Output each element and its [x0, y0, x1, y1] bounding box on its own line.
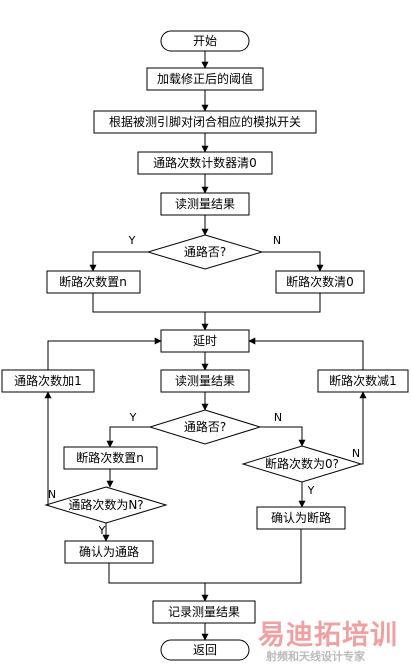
load-threshold-step: 加载修正后的阈值	[146, 67, 264, 91]
edge-merge-branches	[92, 293, 321, 313]
edge-pass-to-merge	[108, 563, 205, 584]
set-break-n-step: 断路次数置n	[46, 270, 141, 294]
label-no-2: N	[274, 411, 282, 424]
label-no-1: N	[273, 234, 281, 247]
dec-break-label: 断路次数减1	[329, 373, 397, 388]
edge-decision4-no	[44, 391, 52, 506]
clear-counter-step: 通路次数计数器清0	[137, 151, 273, 175]
edge-decision1-no	[262, 251, 324, 272]
edge-decision2-yes	[106, 426, 150, 448]
dec-break-step: 断路次数减1	[317, 369, 409, 393]
watermark-logo: 易迪拓培训 射频和天线设计专家	[258, 620, 398, 663]
read-result-label-2: 读测量结果	[175, 374, 235, 388]
set-break-n-label: 断路次数置n	[59, 274, 127, 289]
read-result-step-1: 读测量结果	[160, 192, 250, 216]
label-no-4: N	[48, 488, 56, 501]
confirm-break-label: 确认为断路	[271, 510, 331, 525]
decision-break-zero: 断路次数为0?	[241, 445, 363, 483]
decision-pass-1: 通路否?	[146, 234, 264, 270]
decision-pass-2: 通路否?	[148, 409, 262, 445]
confirm-break-step: 确认为断路	[256, 506, 346, 530]
label-yes-3: Y	[307, 484, 315, 497]
clear-counter-label: 通路次数计数器清0	[153, 155, 257, 170]
return-terminal: 返回	[160, 639, 250, 661]
set-break-n-label-2: 断路次数置n	[76, 450, 144, 465]
decision-pass-label-2: 通路否?	[184, 419, 226, 434]
start-label: 开始	[193, 34, 217, 48]
delay-step: 延时	[160, 329, 250, 353]
label-no-3: N	[352, 447, 360, 460]
close-switch-step: 根据被测引脚对闭合相应的模拟开关	[93, 110, 317, 134]
label-yes-4: Y	[98, 524, 106, 537]
delay-label: 延时	[193, 334, 217, 348]
close-switch-label: 根据被测引脚对闭合相应的模拟开关	[109, 114, 301, 129]
label-yes-1: Y	[128, 234, 136, 247]
edge-decision2-no	[260, 426, 306, 447]
clear-break-label: 断路次数清0	[286, 274, 354, 289]
decision-break-zero-label: 断路次数为0?	[265, 456, 339, 471]
edge-decbreak-to-delay	[248, 337, 364, 370]
edge-break-to-merge	[205, 529, 302, 584]
confirm-pass-step: 确认为通路	[64, 540, 154, 564]
record-result-label: 记录测量结果	[168, 605, 240, 619]
start-terminal: 开始	[160, 30, 250, 52]
edge-decision3-no	[359, 391, 367, 465]
decision-pass-label-1: 通路否?	[184, 244, 226, 259]
read-result-step-2: 读测量结果	[160, 369, 250, 393]
watermark-tagline: 射频和天线设计专家	[265, 649, 366, 663]
label-yes-2: Y	[129, 411, 137, 424]
return-label: 返回	[193, 643, 217, 657]
confirm-pass-label: 确认为通路	[79, 544, 139, 559]
decision-pass-count: 通路次数为N?	[44, 486, 168, 524]
watermark-brand: 易迪拓培训	[258, 620, 398, 651]
set-break-n-step-2: 断路次数置n	[63, 446, 158, 470]
edge-incpass-to-delay	[47, 337, 162, 370]
load-threshold-label: 加载修正后的阈值	[157, 71, 253, 86]
clear-break-step: 断路次数清0	[275, 270, 365, 294]
record-result-step: 记录测量结果	[152, 600, 256, 624]
read-result-label-1: 读测量结果	[175, 197, 235, 211]
decision-pass-count-label: 通路次数为N?	[68, 497, 143, 512]
inc-pass-label: 通路次数加1	[14, 373, 82, 388]
inc-pass-step: 通路次数加1	[1, 369, 95, 393]
edge-decision1-yes	[89, 251, 148, 272]
